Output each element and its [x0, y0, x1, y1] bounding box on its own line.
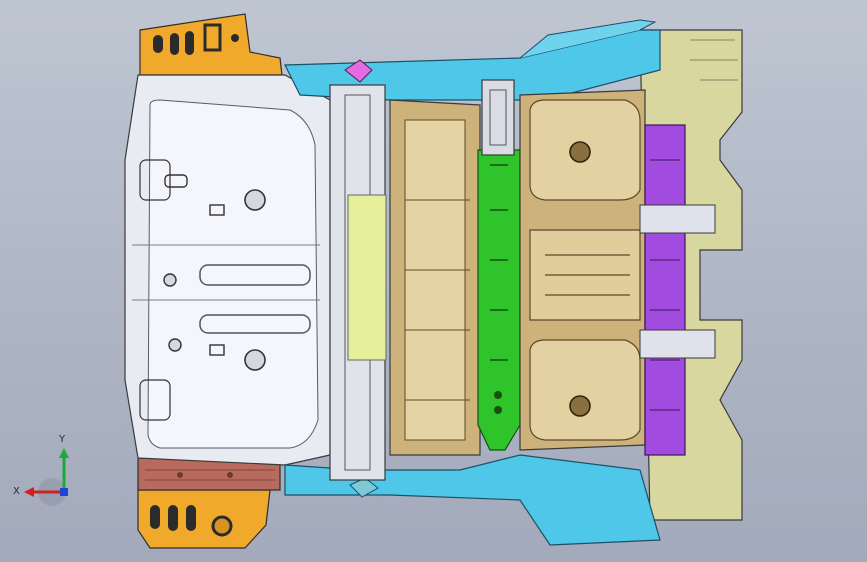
front-floor-panel[interactable] — [124, 74, 331, 466]
z-axis-head — [60, 488, 68, 496]
x-axis-head — [24, 487, 34, 497]
rear-rail-purple[interactable] — [644, 124, 686, 456]
front-left-bracket[interactable] — [139, 13, 283, 76]
y-axis-label: Y — [59, 434, 66, 445]
center-tunnel-rail[interactable] — [481, 79, 515, 156]
rear-cross-braces[interactable] — [639, 204, 716, 359]
rear-floor-tan[interactable] — [519, 89, 646, 451]
x-axis-label: X — [13, 486, 20, 497]
tunnel-reinforcement-green[interactable] — [477, 149, 521, 451]
orientation-triad: X Y — [12, 434, 82, 510]
pale-yellow-reinforcement[interactable] — [347, 194, 387, 361]
y-axis-head — [59, 448, 69, 458]
rear-left-bracket[interactable] — [137, 489, 271, 549]
front-cross-member-cyan[interactable] — [284, 19, 661, 101]
axis-arrows — [24, 448, 69, 506]
center-floor-tan[interactable] — [389, 99, 481, 456]
